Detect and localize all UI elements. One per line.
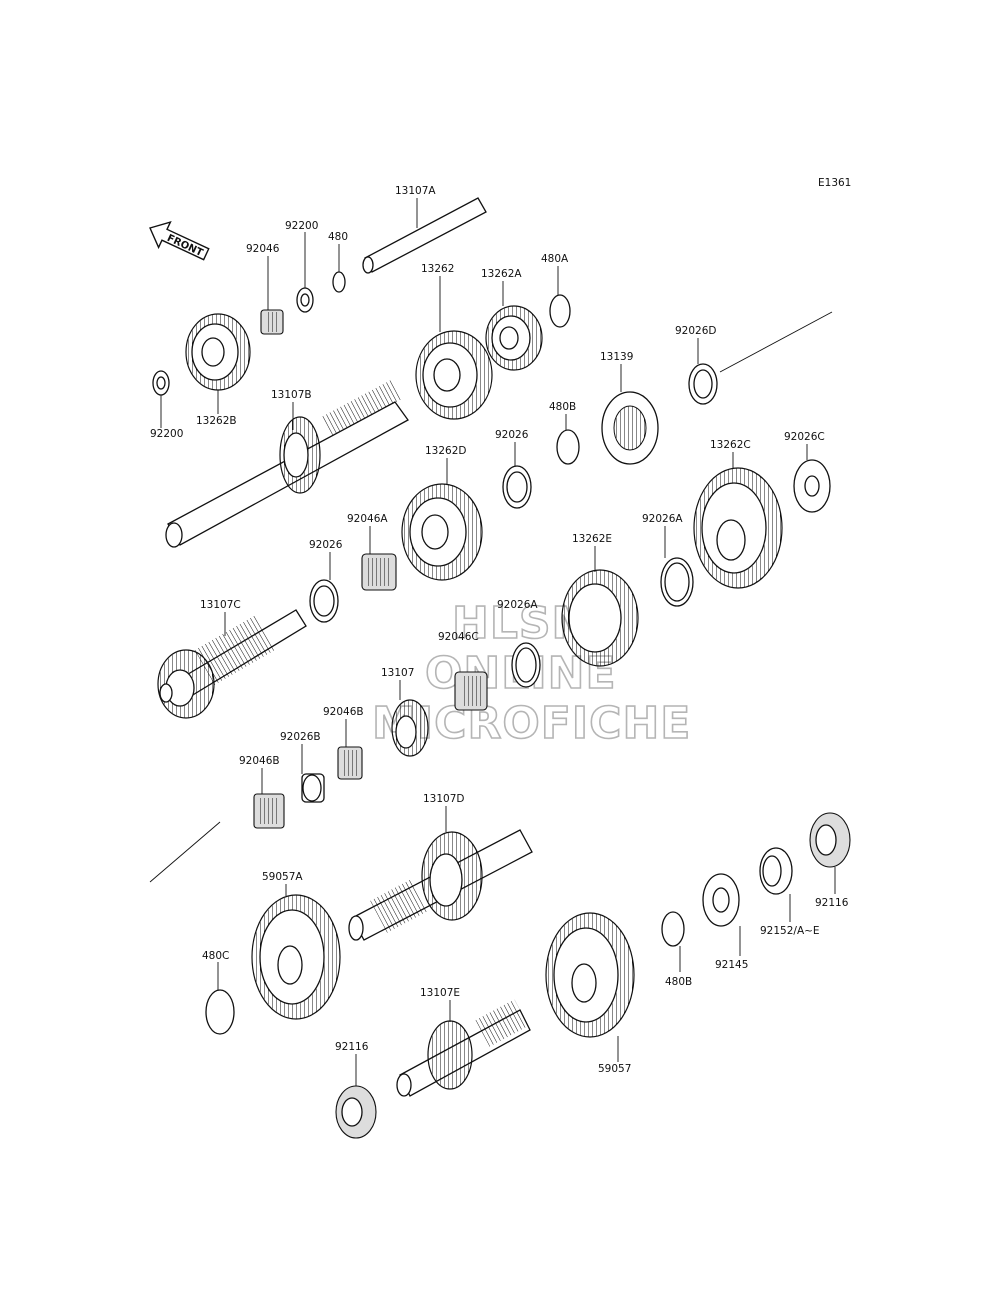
washer-92026-mid <box>309 579 339 623</box>
circlip-480c <box>205 989 235 1035</box>
label-92145: 92145 <box>715 959 748 971</box>
assembly-lines <box>149 311 833 883</box>
gear-13262a <box>485 305 543 371</box>
label-92046a: 92046A <box>347 513 388 525</box>
gear-13262b <box>185 313 251 391</box>
circlip-480a <box>549 294 571 328</box>
label-92116-bottom: 92116 <box>335 1041 369 1053</box>
collar-92026b <box>301 773 325 803</box>
label-92026-mid: 92026 <box>309 539 343 551</box>
shaft-13107b <box>165 379 409 548</box>
collar-92152 <box>759 847 793 895</box>
label-59057: 59057 <box>598 1063 631 1075</box>
label-92026: 92026 <box>495 429 529 441</box>
washer-92026a <box>660 557 694 607</box>
label-13262e: 13262E <box>572 533 612 545</box>
circlip-480b <box>556 429 580 465</box>
diagram-code: E1361 <box>818 177 851 189</box>
gear-13262 <box>415 330 493 420</box>
label-13139: 13139 <box>600 351 633 363</box>
front-arrow-icon: FRONT <box>149 220 210 261</box>
label-13107c: 13107C <box>200 599 241 611</box>
shaft-13107a <box>362 197 487 274</box>
label-13107a: 13107A <box>395 185 436 197</box>
label-480a: 480A <box>541 253 569 265</box>
shaft-13107d <box>348 829 533 941</box>
label-480c: 480C <box>202 950 229 962</box>
label-92026b: 92026B <box>280 731 321 743</box>
bearing-92116-top <box>809 812 851 868</box>
bearing-92046b-top <box>337 746 363 780</box>
label-92046b-bottom: 92046B <box>239 755 280 767</box>
label-13262: 13262 <box>421 263 454 275</box>
label-13262a: 13262A <box>481 268 522 280</box>
washer-92026a-2 <box>511 642 541 688</box>
washer-92145 <box>702 873 740 927</box>
label-92200-left: 92200 <box>150 428 183 440</box>
part-labels: E1361 13107A 480 92200 92046 92200 13262… <box>150 177 851 1075</box>
label-480b-2: 480B <box>665 976 692 988</box>
drum-13139 <box>601 391 659 465</box>
gear-59057 <box>545 912 635 1038</box>
label-13262c: 13262C <box>710 439 751 451</box>
label-92026d: 92026D <box>675 325 717 337</box>
label-13107: 13107 <box>381 667 414 679</box>
gear-13107 <box>391 699 429 757</box>
circlip-480 <box>332 271 346 293</box>
washer-92026c <box>793 459 831 513</box>
front-label: FRONT <box>165 233 204 259</box>
bearing-92046a <box>361 553 397 591</box>
bearing-92046c <box>454 671 488 711</box>
label-59057a: 59057A <box>262 871 303 883</box>
label-13262b: 13262B <box>196 415 237 427</box>
label-92152: 92152/A~E <box>760 925 820 937</box>
label-480b: 480B <box>549 401 576 413</box>
label-13107d: 13107D <box>423 793 465 805</box>
washer-92200-left <box>152 370 170 396</box>
gear-13262e <box>561 569 639 667</box>
label-92046c: 92046C <box>438 631 479 643</box>
label-480: 480 <box>328 231 348 243</box>
label-92200-top: 92200 <box>285 220 318 232</box>
label-92026a: 92026A <box>642 513 683 525</box>
gear-13262c <box>693 467 783 589</box>
label-92046: 92046 <box>246 243 280 255</box>
leader-lines <box>160 198 836 1086</box>
bearing-92116-bottom <box>335 1085 377 1139</box>
shaft-13107e <box>396 999 531 1097</box>
gear-13262d <box>401 483 483 581</box>
bearing-92046 <box>260 309 284 335</box>
gear-59057a <box>251 894 341 1020</box>
label-13262d: 13262D <box>425 445 467 457</box>
label-92026c: 92026C <box>784 431 825 443</box>
bearing-92046b-bottom <box>253 793 285 829</box>
circlip-480b-2 <box>661 911 685 947</box>
label-92116-right: 92116 <box>815 897 849 909</box>
label-13107b: 13107B <box>271 389 312 401</box>
label-13107e: 13107E <box>420 987 460 999</box>
washer-92026 <box>502 465 532 509</box>
label-92046b-top: 92046B <box>323 706 364 718</box>
label-92026a-2: 92026A <box>497 599 538 611</box>
washer-92200-top <box>296 287 314 313</box>
shaft-13107c <box>157 609 307 719</box>
washer-92026d <box>688 363 718 405</box>
